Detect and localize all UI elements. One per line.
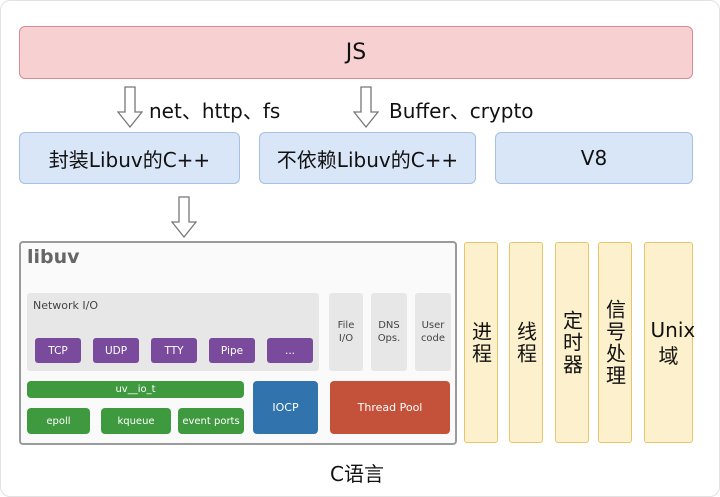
file-io-box: File I/O (329, 293, 363, 371)
udp-box: UDP (93, 338, 139, 363)
signal-label: 信号处理 (602, 298, 627, 387)
network-io-title: Network I/O (33, 299, 99, 312)
event-ports-box: event ports (178, 408, 244, 434)
timer-label: 定时器 (559, 309, 584, 376)
wrap-libuv-label: 封装Libuv的C++ (48, 147, 211, 172)
tty-box: TTY (151, 338, 197, 363)
no-libuv-label: 不依赖Libuv的C++ (276, 147, 459, 172)
signal-column: 信号处理 (598, 242, 632, 443)
unix-domain-label: Unix域 (650, 317, 696, 368)
libuv-container: libuv Network I/O TCP UDP TTY Pipe ... F… (19, 241, 457, 445)
thread-label: 线程 (513, 320, 538, 365)
iocp-box: IOCP (253, 381, 318, 434)
tcp-box: TCP (35, 338, 81, 363)
process-column: 进程 (464, 242, 498, 443)
user-code-label: User code (420, 320, 446, 344)
thread-pool-box: Thread Pool (330, 381, 450, 434)
dns-box: DNS Ops. (371, 293, 407, 371)
timer-column: 定时器 (555, 242, 589, 443)
file-io-label: File I/O (337, 320, 355, 344)
pipe-box: Pipe (209, 338, 255, 363)
dns-label: DNS Ops. (377, 320, 401, 344)
thread-column: 线程 (509, 242, 543, 443)
js-label: JS (345, 40, 367, 65)
user-code-box: User code (415, 293, 451, 371)
libuv-title: libuv (27, 246, 80, 268)
arrow-down-icon (171, 196, 197, 238)
no-libuv-cpp-box: 不依赖Libuv的C++ (259, 132, 476, 184)
unix-domain-column: Unix域 (644, 242, 696, 443)
arrow-label-left: net、http、fs (149, 99, 281, 123)
arrow-label-right: Buffer、crypto (389, 99, 534, 123)
arrow-down-icon (117, 86, 143, 128)
v8-label: V8 (580, 146, 608, 170)
more-box: ... (267, 338, 313, 363)
c-language-label: C语言 (330, 462, 384, 486)
wrap-libuv-cpp-box: 封装Libuv的C++ (19, 132, 240, 184)
network-io-box: Network I/O TCP UDP TTY Pipe ... (27, 293, 319, 371)
process-label: 进程 (468, 320, 493, 365)
epoll-box: epoll (27, 408, 90, 434)
arrow-down-icon (353, 86, 379, 128)
kqueue-box: kqueue (101, 408, 171, 434)
v8-box: V8 (495, 132, 693, 184)
uv-io-t-bar: uv__io_t (27, 381, 244, 398)
js-layer: JS (19, 26, 693, 79)
